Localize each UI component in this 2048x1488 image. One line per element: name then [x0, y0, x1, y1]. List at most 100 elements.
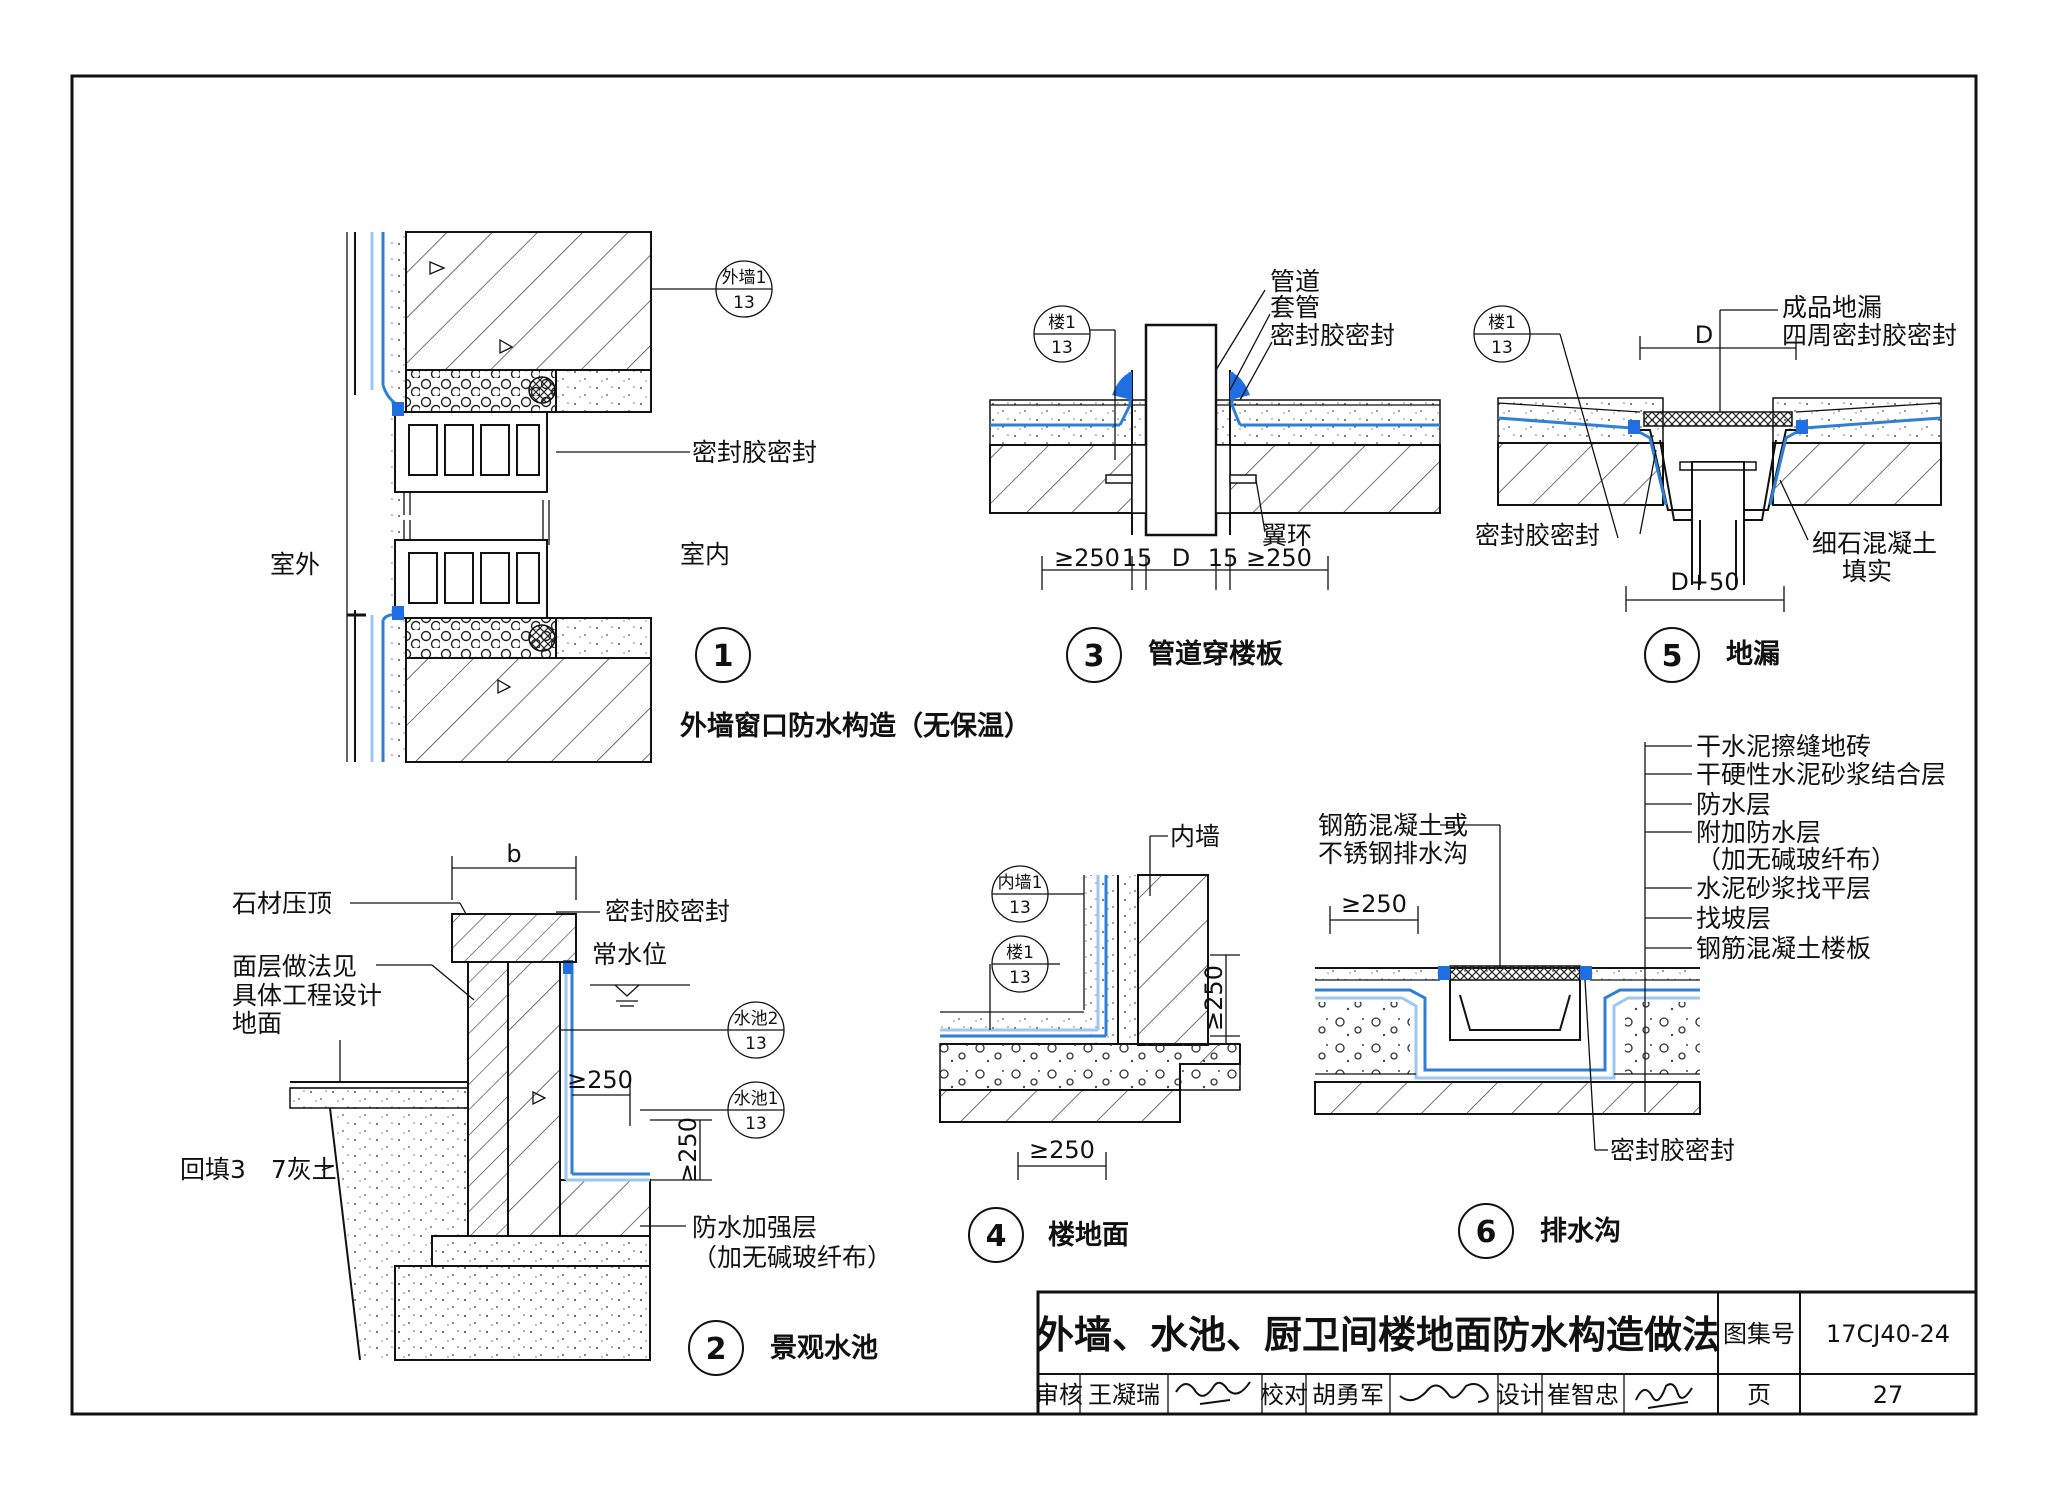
detail-2: b ≥250 ≥250 水池2 13 水池1 13 石材压顶 密	[180, 840, 892, 1376]
review-label: 审核	[1035, 1381, 1083, 1409]
layer-6: 找坡层	[1696, 904, 1771, 933]
ref-bubble: 楼1 13	[1033, 305, 1091, 363]
ref-bottom: 13	[745, 1034, 767, 1054]
ref-bubble: 楼1 13	[1473, 305, 1531, 363]
channel-label-1: 钢筋混凝土或	[1318, 811, 1468, 840]
outside-label: 室外	[270, 550, 320, 579]
title-block: 外墙、水池、厨卫间楼地面防水构造做法 图集号 17CJ40-24 审核 王凝瑞 …	[1035, 1290, 1978, 1416]
sealant-label: 密封胶密封	[605, 897, 730, 926]
fill-label-1: 细石混凝土	[1812, 529, 1937, 558]
ref-top: 楼1	[1006, 943, 1034, 963]
dim-width: b	[506, 840, 521, 868]
flange-ring-label: 翼环	[1262, 521, 1312, 550]
dim-outer: D+50	[1670, 568, 1739, 596]
layer-4: （加无碱玻纤布）	[1696, 845, 1896, 874]
stone-coping-label: 石材压顶	[232, 889, 332, 918]
detail-5: 楼1 13 成品地漏 四周密封胶密封 密封胶密封 细石混凝土 填实 D D+50…	[1473, 293, 1957, 683]
fill-label-2: 填实	[1842, 557, 1892, 586]
layer-0: 干水泥擦缝地砖	[1696, 732, 1871, 761]
svg-text:3: 3	[1084, 639, 1105, 674]
svg-text:4: 4	[986, 1219, 1007, 1254]
backfill-label: 回填3 7灰土	[180, 1155, 337, 1184]
svg-text:6: 6	[1476, 1215, 1497, 1250]
ref-bubble: 水池2 13	[727, 1001, 785, 1059]
inside-label: 室内	[680, 540, 730, 569]
layer-2: 防水层	[1696, 790, 1771, 819]
ref-top: 内墙1	[998, 873, 1043, 893]
channel-label-2: 不锈钢排水沟	[1318, 839, 1468, 868]
sealant-label: 密封胶密封	[1610, 1136, 1735, 1165]
ref-top: 外墙1	[722, 268, 767, 288]
reviewer-signature	[1175, 1381, 1251, 1405]
sealant-label: 密封胶密封	[692, 438, 817, 467]
page-number: 27	[1873, 1381, 1904, 1409]
detail-6: ≥250 钢筋混凝土或 不锈钢排水沟 密封胶密封 干水泥擦缝地砖 干硬性水泥砂浆…	[1314, 732, 1946, 1259]
detail-1-title: 外墙窗口防水构造（无保温）	[680, 710, 1031, 742]
svg-text:2: 2	[706, 1332, 727, 1367]
detail-6-title: 排水沟	[1540, 1216, 1621, 1247]
water-level-label: 常水位	[592, 940, 667, 969]
detail-4-title: 楼地面	[1048, 1220, 1129, 1251]
design-label: 设计	[1496, 1381, 1544, 1409]
dim-left: ≥250	[1054, 544, 1120, 572]
finish-label-2: 具体工程设计	[232, 981, 382, 1010]
detail-3: 楼1 13 管道 套管 密封胶密封 翼环 ≥250 15 D 15 ≥250 3…	[989, 267, 1441, 683]
ref-bottom: 13	[1009, 898, 1031, 918]
reinforce-label-2: （加无碱玻纤布）	[692, 1243, 892, 1272]
dim-horizontal: ≥250	[1029, 1136, 1095, 1164]
dim-diameter: D	[1695, 321, 1713, 349]
checker-signature	[1399, 1383, 1489, 1403]
layer-1: 干硬性水泥砂浆结合层	[1696, 760, 1946, 789]
sleeve-label: 套管	[1270, 293, 1320, 322]
designer-signature	[1635, 1383, 1693, 1409]
detail-number-2: 2	[688, 1320, 744, 1376]
layer-7: 钢筋混凝土楼板	[1696, 934, 1871, 963]
dim-gap-left: 15	[1122, 544, 1153, 572]
inner-wall-label: 内墙	[1170, 822, 1220, 851]
ref-bottom: 13	[1491, 338, 1513, 358]
detail-number-5: 5	[1644, 627, 1700, 683]
drain-label-2: 四周密封胶密封	[1782, 321, 1957, 350]
drain-label-1: 成品地漏	[1782, 293, 1882, 322]
finish-label-3: 地面	[232, 1009, 282, 1038]
detail-2-title: 景观水池	[770, 1333, 878, 1364]
ref-bottom: 13	[733, 293, 755, 313]
ref-bubble: 内墙1 13	[991, 865, 1049, 923]
dim-right: ≥250	[1246, 544, 1312, 572]
ref-top: 水池2	[734, 1009, 779, 1029]
ref-bubble: 外墙1 13	[715, 260, 773, 318]
dim-h250: ≥250	[567, 1066, 633, 1094]
finish-label-1: 面层做法见	[232, 952, 357, 981]
pipe-label: 管道	[1270, 267, 1320, 296]
detail-1: 外墙1 13 密封胶密封 室外 室内 1 外墙窗口防水构造（无保温）	[270, 231, 1031, 763]
ref-bottom: 13	[745, 1114, 767, 1134]
sealant-label: 密封胶密封	[1270, 321, 1395, 350]
dim-diameter: D	[1172, 544, 1190, 572]
ref-bottom: 13	[1051, 338, 1073, 358]
reinforce-label-1: 防水加强层	[692, 1213, 817, 1242]
detail-number-6: 6	[1458, 1203, 1514, 1259]
layer-3: 附加防水层	[1696, 818, 1821, 847]
detail-5-title: 地漏	[1726, 639, 1780, 670]
dim-width: ≥250	[1341, 890, 1407, 918]
check-label: 校对	[1260, 1381, 1308, 1409]
detail-number-1: 1	[695, 627, 751, 683]
dim-vertical: ≥250	[1200, 965, 1228, 1031]
detail-3-title: 管道穿楼板	[1148, 638, 1283, 670]
ref-bubble: 水池1 13	[727, 1081, 785, 1139]
svg-text:5: 5	[1662, 639, 1683, 674]
ref-top: 楼1	[1048, 313, 1076, 333]
detail-number-4: 4	[968, 1207, 1024, 1263]
ref-top: 水池1	[734, 1089, 779, 1109]
dim-v250: ≥250	[674, 1117, 702, 1183]
svg-text:1: 1	[713, 639, 734, 674]
reviewer-name: 王凝瑞	[1088, 1381, 1160, 1409]
atlas-label: 图集号	[1723, 1320, 1795, 1348]
ref-bottom: 13	[1009, 968, 1031, 988]
ref-top: 楼1	[1488, 313, 1516, 333]
atlas-number: 17CJ40-24	[1826, 1320, 1950, 1348]
layer-5: 水泥砂浆找平层	[1696, 874, 1871, 903]
checker-name: 胡勇军	[1312, 1381, 1384, 1409]
dim-gap-right: 15	[1208, 544, 1239, 572]
